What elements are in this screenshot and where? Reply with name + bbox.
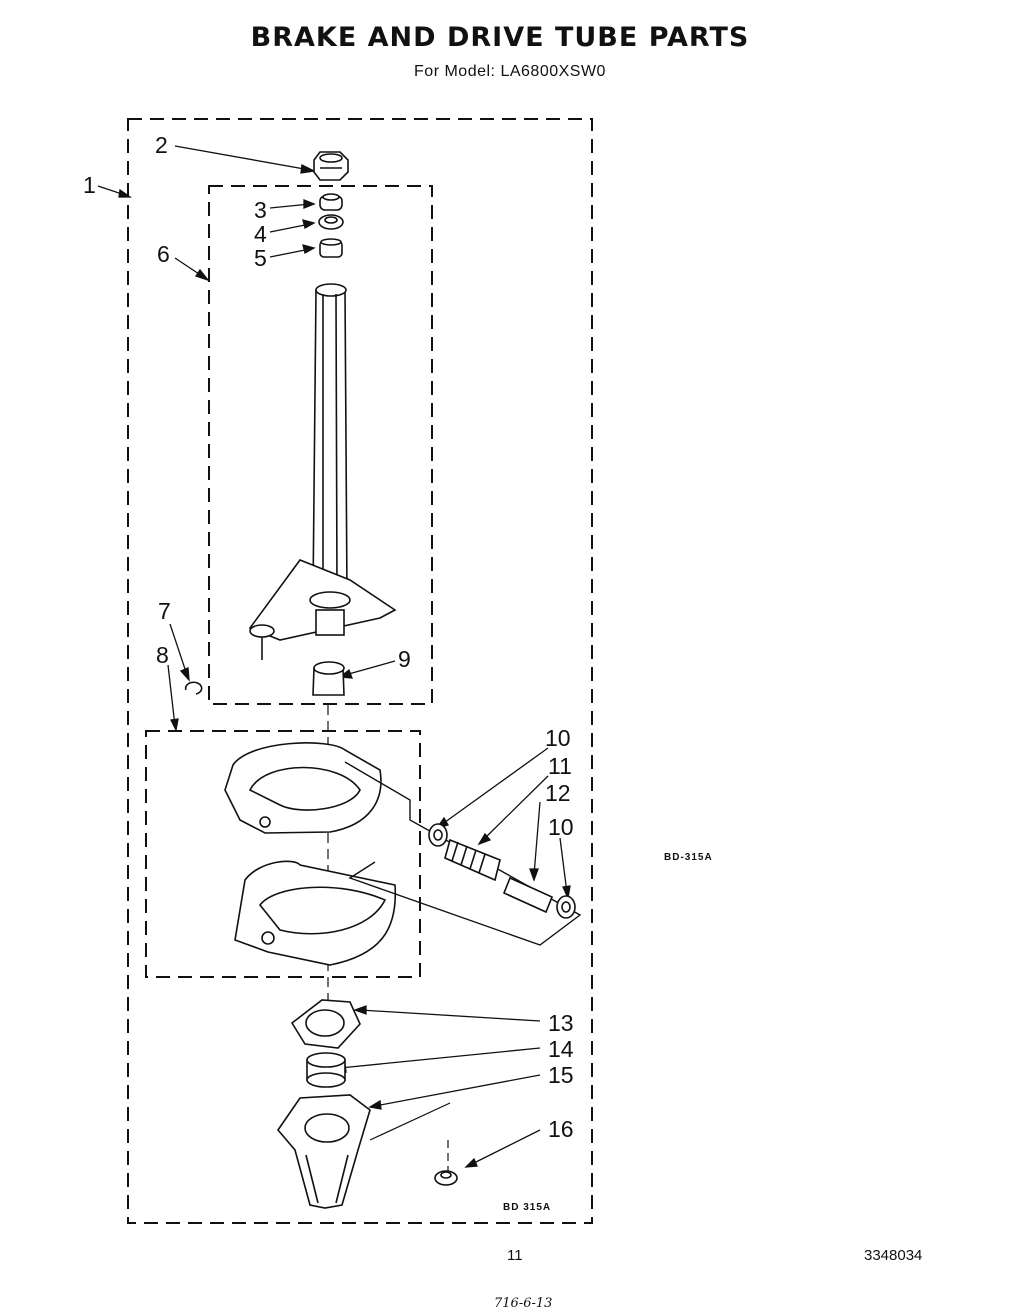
bushing-part-3 bbox=[319, 193, 343, 211]
cap-part-16 bbox=[434, 1170, 458, 1186]
clip-part-7 bbox=[184, 681, 203, 695]
housing-part-15 bbox=[276, 1094, 371, 1209]
brake-shoe-lower bbox=[234, 860, 397, 966]
ring-part-14 bbox=[306, 1052, 346, 1088]
handwritten-note: 716-6-13 bbox=[494, 1296, 553, 1311]
callout-8: 8 bbox=[156, 642, 169, 668]
callout-10-top: 10 bbox=[545, 725, 571, 751]
seal-part-5 bbox=[319, 238, 343, 258]
callout-7: 7 bbox=[158, 598, 171, 624]
callout-3: 3 bbox=[254, 197, 267, 223]
plate-part-13 bbox=[290, 999, 361, 1049]
callout-2: 2 bbox=[155, 132, 168, 158]
callout-16: 16 bbox=[548, 1116, 574, 1142]
nut-part-2 bbox=[313, 151, 349, 181]
brake-shoe-upper bbox=[224, 742, 382, 834]
bearing-part-9 bbox=[312, 661, 345, 696]
page-number: 11 bbox=[507, 1247, 523, 1264]
assembly-outline-6 bbox=[208, 185, 433, 705]
washer-part-4 bbox=[318, 214, 344, 230]
part-number: 3348034 bbox=[864, 1247, 923, 1264]
callout-1: 1 bbox=[83, 172, 96, 198]
callout-6: 6 bbox=[157, 241, 170, 267]
callout-15: 15 bbox=[548, 1062, 574, 1088]
drive-tube bbox=[248, 283, 397, 660]
spring-part-11 bbox=[444, 838, 501, 882]
callout-9: 9 bbox=[398, 646, 411, 672]
callout-12: 12 bbox=[545, 780, 571, 806]
page-title: BRAKE AND DRIVE TUBE PARTS bbox=[250, 22, 750, 53]
assembly-outline-1 bbox=[127, 118, 593, 1224]
callout-10-bottom: 10 bbox=[548, 814, 574, 840]
model-subtitle: For Model: LA6800XSW0 bbox=[414, 63, 606, 80]
bottom-diagram-code: BD 315A bbox=[503, 1202, 551, 1213]
pin-part-12 bbox=[502, 876, 554, 914]
side-diagram-code: BD-315A bbox=[664, 852, 713, 863]
callout-14: 14 bbox=[548, 1036, 574, 1062]
callout-11: 11 bbox=[548, 753, 572, 779]
callout-13: 13 bbox=[548, 1010, 574, 1036]
assembly-outline-8 bbox=[145, 730, 421, 978]
washer-part-10 bbox=[428, 823, 576, 919]
callout-4: 4 bbox=[254, 221, 267, 247]
callout-5: 5 bbox=[254, 245, 267, 271]
